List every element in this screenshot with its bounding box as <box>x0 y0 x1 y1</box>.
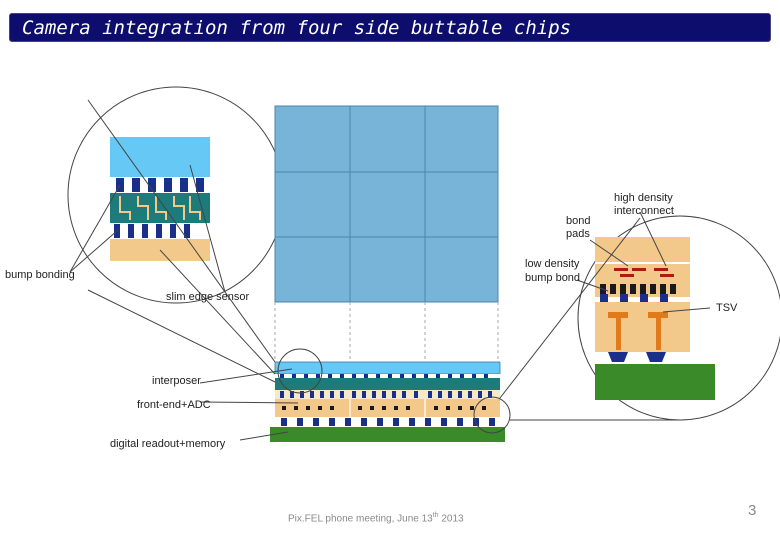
stack-bump-row-3 <box>275 417 500 427</box>
footer: Pix.FEL phone meeting, June 13th 2013 <box>288 512 464 524</box>
label-bond-pads-2: pads <box>566 228 590 240</box>
stack-sensor <box>274 361 501 375</box>
stack-frontend <box>275 399 500 417</box>
high-density-pads <box>614 268 674 277</box>
label-digital-readout: digital readout+memory <box>110 438 226 450</box>
right-magnified-detail <box>577 215 780 421</box>
stack-interposer <box>275 378 500 390</box>
tsv-vias <box>608 312 668 350</box>
tsv-bottom-bumps <box>608 352 666 362</box>
stack-frontend-pads <box>282 406 486 410</box>
detail-interposer-layer <box>110 193 210 223</box>
leader-lines <box>69 99 711 441</box>
detail-sensor-layer <box>110 137 210 177</box>
label-bump-bonding: bump bonding <box>5 269 75 281</box>
stack-readout <box>270 427 505 442</box>
label-front-end-adc: front-end+ADC <box>137 399 211 411</box>
stack-bumps-3 <box>281 418 495 426</box>
label-low-density-1: low density <box>525 258 580 270</box>
page-number: 3 <box>748 502 757 519</box>
footer-superscript: th <box>432 512 439 519</box>
sensor-grid <box>274 105 499 303</box>
low-density-bumps <box>600 294 668 302</box>
detail-interposer-traces <box>119 196 201 220</box>
label-low-density-2: bump bond <box>525 272 580 284</box>
label-high-density-2: interconnect <box>614 205 674 217</box>
cross-section-stack <box>270 348 511 442</box>
tsv-interposer-layer <box>595 302 690 352</box>
label-tsv: TSV <box>716 302 738 314</box>
stack-bumps-1 <box>280 374 488 378</box>
tsv-readout-layer <box>595 364 715 400</box>
footer-text: Pix.FEL phone meeting, June 13 <box>288 513 433 525</box>
stack-bump-row-2 <box>275 390 500 399</box>
footer-year: 2013 <box>441 513 464 525</box>
label-bond-pads-1: bond <box>566 215 590 227</box>
label-interposer: interposer <box>152 375 201 387</box>
label-slim-edge-sensor: slim edge sensor <box>166 291 249 303</box>
slide-title: Camera integration from four side buttab… <box>22 17 572 39</box>
stack-right-highlight-circle <box>473 396 511 434</box>
label-high-density-1: high density <box>614 192 673 204</box>
left-magnified-detail <box>67 86 285 304</box>
title-bar: Camera integration from four side buttab… <box>9 13 771 42</box>
projection-lines <box>274 302 499 362</box>
stack-bumps-2 <box>280 391 492 398</box>
